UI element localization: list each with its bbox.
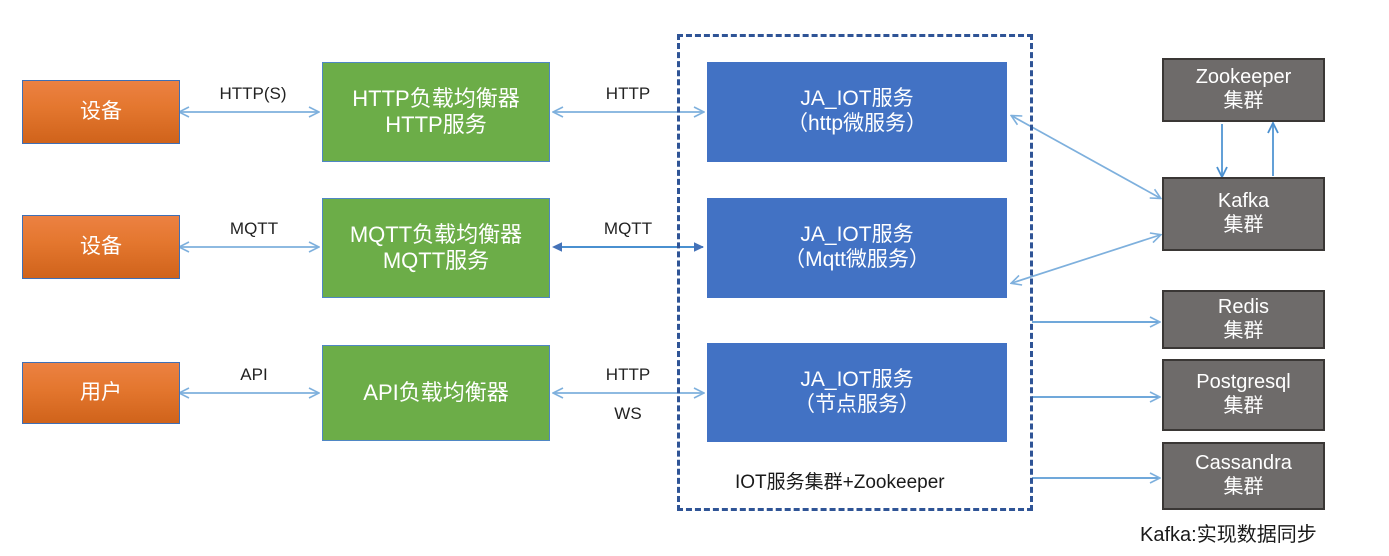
node-service-mqtt-line2: （Mqtt微服务） [784,248,930,271]
edge-label-api-lb-ws: WS [614,404,642,423]
iot-service-group-caption: IOT服务集群+Zookeeper [735,472,945,493]
node-api-load-balancer-line1: API负载均衡器 [363,380,509,406]
node-user-label: 用户 [80,380,122,404]
node-http-load-balancer-line1: HTTP负载均衡器 [352,86,520,112]
node-service-node-line2: （节点服务） [794,392,920,416]
node-cluster-zookeeper[interactable]: Zookeeper 集群 [1162,58,1325,122]
node-cluster-zookeeper-line1: Zookeeper [1195,66,1292,89]
node-api-load-balancer[interactable]: API负载均衡器 [322,345,550,441]
edge-http-service-to-kafka [1012,116,1160,198]
edge-label-user-to-api-lb: API [240,365,268,384]
node-cluster-postgresql-line1: Postgresql [1196,371,1291,394]
node-device-mqtt-label: 设备 [80,234,122,258]
iot-service-group-box [677,34,1033,511]
node-cluster-kafka-line1: Kafka [1217,190,1270,213]
node-cluster-kafka[interactable]: Kafka 集群 [1162,177,1325,251]
node-service-http[interactable]: JA_IOT服务 （http微服务） [707,62,1007,162]
edge-mqtt-service-to-kafka [1012,235,1160,283]
node-cluster-zookeeper-line2: 集群 [1223,90,1264,112]
node-mqtt-load-balancer-line1: MQTT负载均衡器 [349,222,523,248]
node-cluster-cassandra-line2: 集群 [1223,476,1264,498]
node-cluster-postgresql[interactable]: Postgresql 集群 [1162,359,1325,431]
node-mqtt-load-balancer[interactable]: MQTT负载均衡器 MQTT服务 [322,198,550,298]
node-device-mqtt[interactable]: 设备 [22,215,180,279]
node-service-http-line1: JA_IOT服务 [800,87,914,111]
node-cluster-cassandra[interactable]: Cassandra 集群 [1162,442,1325,510]
node-service-mqtt-line1: JA_IOT服务 [800,223,914,247]
edge-label-mqtt-lb-to-service: MQTT [603,219,653,238]
node-mqtt-load-balancer-line2: MQTT服务 [382,248,490,273]
node-cluster-cassandra-line1: Cassandra [1195,452,1292,475]
node-user[interactable]: 用户 [22,362,180,424]
edge-label-device-mqtt-to-lb: MQTT [229,219,279,238]
footnote-kafka: Kafka:实现数据同步 [1140,524,1317,546]
node-cluster-redis-line1: Redis [1217,295,1270,318]
node-service-mqtt[interactable]: JA_IOT服务 （Mqtt微服务） [707,198,1007,298]
edge-label-http-lb-to-service: HTTP [605,84,651,103]
node-http-load-balancer-line2: HTTP服务 [385,112,487,137]
node-cluster-redis-line2: 集群 [1223,319,1264,342]
node-cluster-kafka-line2: 集群 [1223,214,1264,236]
node-device-http[interactable]: 设备 [22,80,180,144]
edge-label-device-http-to-lb: HTTP(S) [219,84,287,103]
node-service-node-line1: JA_IOT服务 [800,367,914,391]
node-cluster-redis[interactable]: Redis 集群 [1162,290,1325,349]
node-cluster-postgresql-line2: 集群 [1223,395,1264,417]
node-service-http-line2: （http微服务） [786,112,928,135]
node-device-http-label: 设备 [80,99,122,123]
node-http-load-balancer[interactable]: HTTP负载均衡器 HTTP服务 [322,62,550,162]
edge-label-api-lb-http: HTTP [605,365,651,384]
node-service-node[interactable]: JA_IOT服务 （节点服务） [707,343,1007,442]
